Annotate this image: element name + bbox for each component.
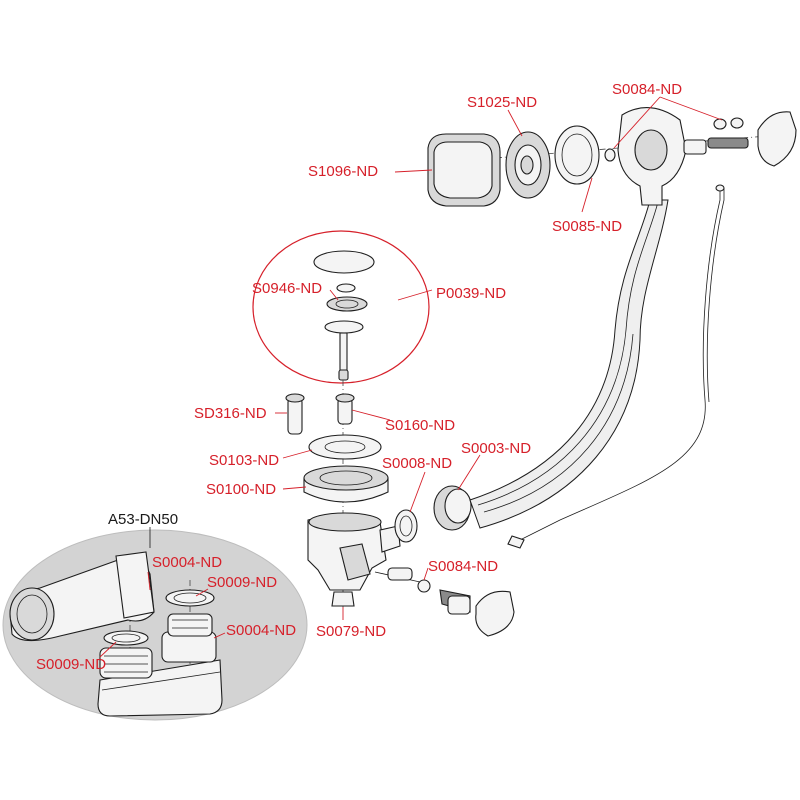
hose-connection xyxy=(394,485,472,543)
label-s0009-lower: S0009-ND xyxy=(36,656,106,673)
drain-assembly xyxy=(285,380,401,610)
label-s0084-top: S0084-ND xyxy=(612,81,682,98)
label-p0039: P0039-ND xyxy=(436,285,506,302)
label-s1096: S1096-ND xyxy=(308,163,378,180)
label-s1025: S1025-ND xyxy=(467,94,537,111)
label-s0009-upper: S0009-ND xyxy=(207,574,277,591)
label-s0160: S0160-ND xyxy=(385,417,455,434)
label-s0084-bottom: S0084-ND xyxy=(428,558,498,575)
label-s0946: S0946-ND xyxy=(252,280,322,297)
label-s0008: S0008-ND xyxy=(382,455,452,472)
label-s0103: S0103-ND xyxy=(209,452,279,469)
overflow-assembly xyxy=(427,107,797,549)
corrugated-hose xyxy=(469,199,669,529)
label-s0004-upper: S0004-ND xyxy=(152,554,222,571)
siphon-callout xyxy=(2,529,308,721)
label-s0079: S0079-ND xyxy=(316,623,386,640)
plug-callout xyxy=(252,230,430,384)
label-s0004-lower: S0004-ND xyxy=(226,622,296,639)
lower-control xyxy=(374,567,515,637)
label-s0085: S0085-ND xyxy=(552,218,622,235)
label-s0003: S0003-ND xyxy=(461,440,531,457)
label-a53: A53-DN50 xyxy=(108,511,178,528)
label-s0100: S0100-ND xyxy=(206,481,276,498)
leader-lines xyxy=(99,96,723,658)
label-sd316: SD316-ND xyxy=(194,405,267,422)
